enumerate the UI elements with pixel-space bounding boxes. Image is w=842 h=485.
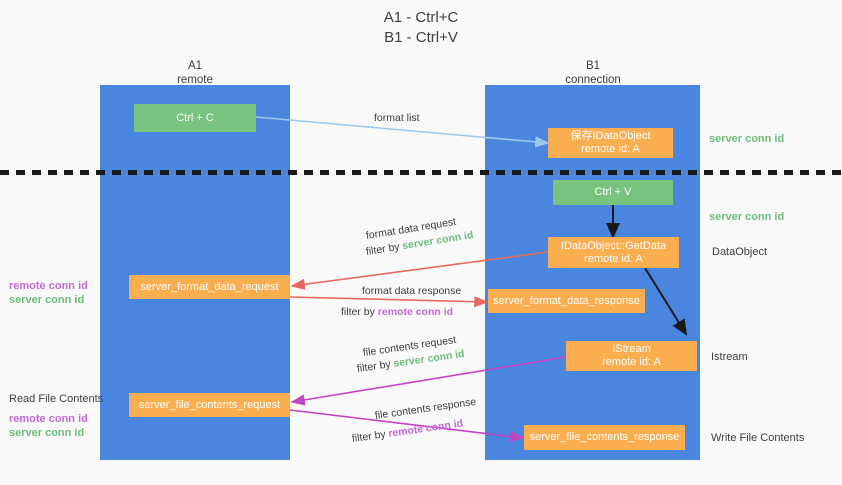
node-server-format-data-request[interactable]: server_format_data_request [129,275,290,299]
annotation-right-dataobject: DataObject [712,246,768,258]
node-ctrl-c[interactable]: Ctrl + C [134,104,256,132]
annotation-left-remote-conn-id-1: remote conn id [9,280,88,292]
node-server-file-contents-request-label: server_file_contents_request [138,398,281,411]
column-b1-name: B1 [585,60,601,72]
edge-label-file-contents-response-filter: filter by remote conn id [351,416,464,445]
file-contents-response-filter-value: remote conn id [387,417,464,440]
node-idataobject-getdata-line2: remote id: A [584,252,643,265]
column-a1-name: A1 [187,60,203,72]
column-a1-subtitle: remote [177,74,213,86]
node-server-format-data-response-label: server_format_data_response [493,294,640,307]
node-server-format-data-request-label: server_format_data_request [140,280,279,293]
annotation-right-server-conn-id-mid: server conn id [709,211,785,223]
node-server-file-contents-request[interactable]: server_file_contents_request [129,393,290,417]
node-istream-line1: IStream [612,343,651,355]
format-data-response-filter-prefix: filter by [341,306,378,318]
node-ctrl-v-label: Ctrl + V [594,186,632,198]
dashed-divider [0,170,842,175]
node-istream[interactable]: IStream remote id: A [566,341,697,371]
diagram-title: A1 - Ctrl+C B1 - Ctrl+V [0,8,842,48]
node-ctrl-c-label: Ctrl + C [176,111,214,124]
node-server-file-contents-response[interactable]: server_file_contents_response [524,425,685,450]
format-data-response-filter-value: remote conn id [377,306,454,318]
annotation-right-istream: Istream [711,351,748,363]
node-ctrl-v[interactable]: Ctrl + V [553,180,673,205]
format-data-request-filter-prefix: filter by [365,240,404,258]
edge-label-format-data-response: format data response [362,285,462,297]
edge-label-format-list: format list [374,112,420,124]
annotation-left-server-conn-id-1: server conn id [9,294,85,306]
node-save-idataobject[interactable]: 保存IDataObject remote id: A [548,128,673,158]
edge-label-format-data-response-filter: filter by remote conn id [341,305,453,319]
file-contents-response-filter-prefix: filter by [351,427,390,445]
file-contents-request-filter-prefix: filter by [356,357,395,375]
node-istream-line2: remote id: A [602,356,661,368]
annotation-right-server-conn-id-top: server conn id [709,133,785,145]
annotation-left-server-conn-id-2: server conn id [9,427,85,439]
title-line-1: A1 - Ctrl+C [383,9,459,26]
annotation-right-write-file-contents: Write File Contents [711,432,805,444]
annotation-left-remote-conn-id-2: remote conn id [9,413,88,425]
title-line-2: B1 - Ctrl+V [384,29,458,46]
node-idataobject-getdata-line1: IDataObject::GetData [560,239,667,252]
node-save-idataobject-line1: 保存IDataObject [570,130,651,142]
node-idataobject-getdata[interactable]: IDataObject::GetData remote id: A [548,237,679,268]
column-b1-subtitle: connection [565,74,621,86]
annotation-left-read-file-contents: Read File Contents [9,393,104,405]
node-server-format-data-response[interactable]: server_format_data_response [488,289,645,313]
column-header-a1: A1 remote [95,59,295,87]
node-server-file-contents-response-label: server_file_contents_response [529,431,680,443]
column-header-b1: B1 connection [493,59,693,87]
node-save-idataobject-line2: remote id: A [581,143,640,155]
